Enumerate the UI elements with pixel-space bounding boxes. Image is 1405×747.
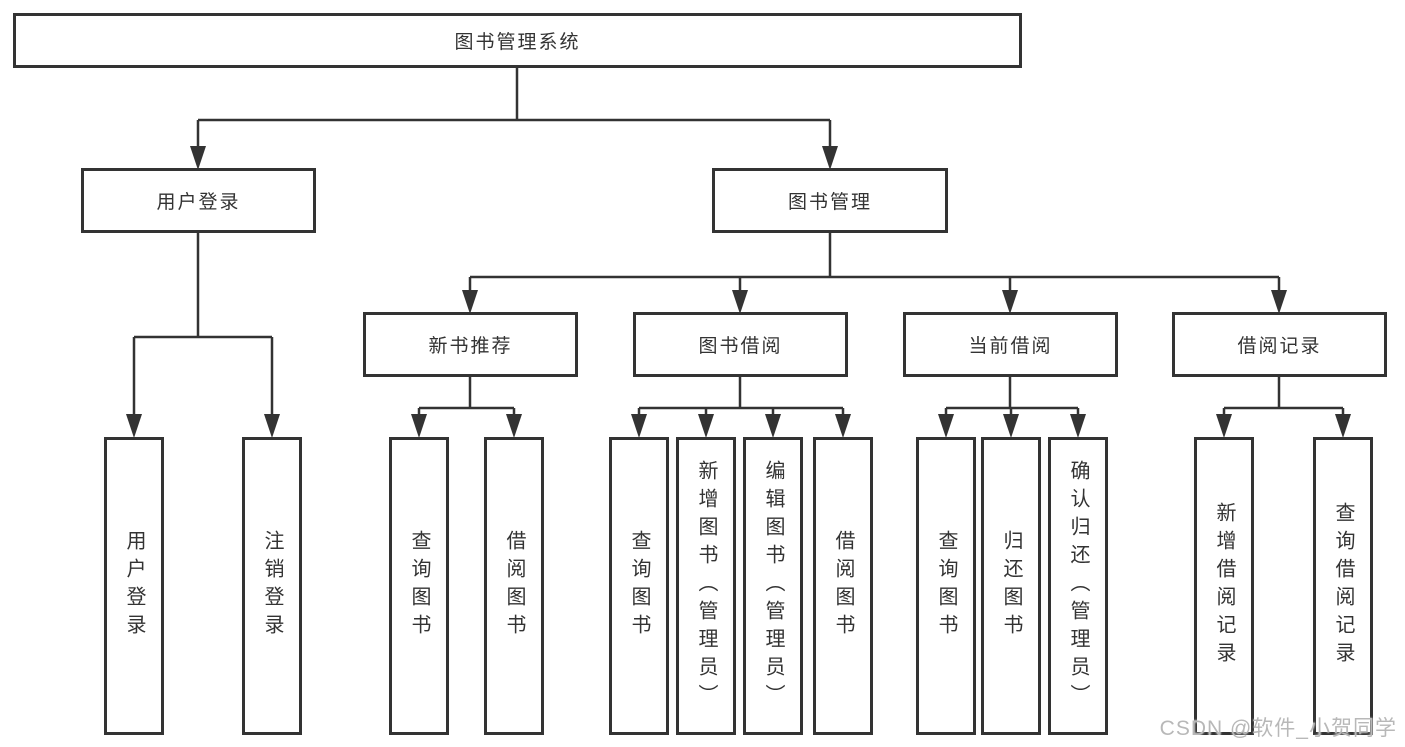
arrow-icon [765,414,781,438]
arrow-icon [1271,290,1287,314]
leaf-current-query-books: 查询图书 [916,437,976,735]
leaf-current-return-books: 归还图书 [981,437,1041,735]
arrow-icon [698,414,714,438]
leaf-recommend-query-books: 查询图书 [389,437,449,735]
arrow-icon [835,414,851,438]
leaf-logout: 注销登录 [242,437,302,735]
arrow-icon [126,414,142,438]
arrow-icon [264,414,280,438]
leaf-records-query-record: 查询借阅记录 [1313,437,1373,735]
arrow-icon [1002,290,1018,314]
leaf-recommend-borrow-books: 借阅图书 [484,437,544,735]
arrow-icon [631,414,647,438]
arrow-icon [732,290,748,314]
arrow-icon [1003,414,1019,438]
node-borrow-records: 借阅记录 [1172,312,1387,377]
leaf-current-confirm-return-admin: 确认归还（管理员） [1048,437,1108,735]
arrow-icon [1070,414,1086,438]
node-root-title: 图书管理系统 [13,13,1022,68]
csdn-watermark: CSDN @软件_小贺同学 [1159,717,1397,740]
leaf-borrow-query-books: 查询图书 [609,437,669,735]
leaf-borrow-borrow-books: 借阅图书 [813,437,873,735]
leaf-records-add-record: 新增借阅记录 [1194,437,1254,735]
node-user-login: 用户登录 [81,168,316,233]
edge-lines [132,68,1345,416]
node-book-borrow: 图书借阅 [633,312,848,377]
leaf-user-login: 用户登录 [104,437,164,735]
node-book-management: 图书管理 [712,168,948,233]
arrow-icon [462,290,478,314]
arrow-icon [1335,414,1351,438]
node-new-book-recommend: 新书推荐 [363,312,578,377]
node-current-borrow: 当前借阅 [903,312,1118,377]
arrowheads [126,146,1351,438]
leaf-borrow-edit-books-admin: 编辑图书（管理员） [743,437,803,735]
arrow-icon [506,414,522,438]
arrow-icon [1216,414,1232,438]
arrow-icon [190,146,206,170]
arrow-icon [938,414,954,438]
leaf-borrow-add-books-admin: 新增图书（管理员） [676,437,736,735]
arrow-icon [411,414,427,438]
arrow-icon [822,146,838,170]
